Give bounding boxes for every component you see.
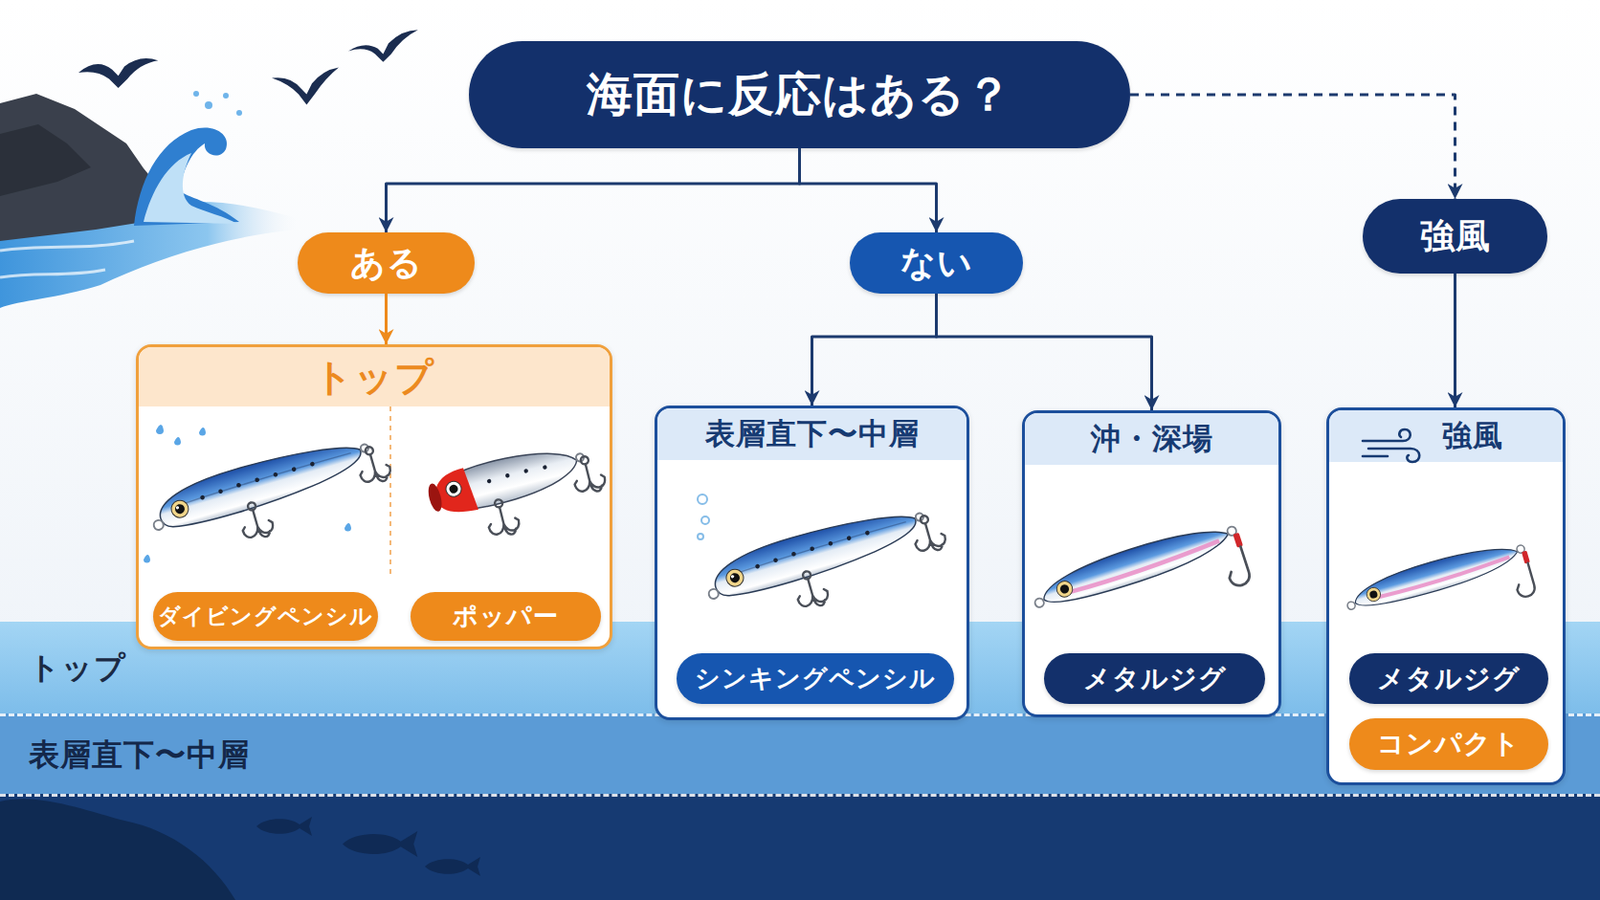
node-label: ある (350, 242, 423, 284)
node-label: 表層直下〜中層 (705, 416, 920, 452)
flow-connector (812, 293, 937, 406)
drop (199, 427, 206, 437)
node-label: 強風 (1442, 418, 1504, 454)
bird (78, 58, 158, 89)
bird (271, 66, 339, 105)
flow-connector (936, 293, 1153, 411)
bubbles (697, 494, 710, 540)
question-box: 海面に反応はある？ (468, 41, 1131, 149)
node-label: メタルジグ (1377, 663, 1521, 696)
flow-connector (384, 293, 388, 345)
seabed-rock (0, 799, 236, 900)
drop (193, 90, 200, 97)
bubble (697, 533, 704, 540)
node-label: 沖・深場 (28, 830, 156, 867)
drop (174, 437, 181, 446)
node-label: 海面に反応はある？ (586, 66, 1013, 123)
lure-pill: ポッパー (410, 592, 601, 642)
node-label: 表層直下〜中層 (28, 736, 250, 774)
rock-shade (0, 124, 91, 197)
lure-group-box: 沖・深場メタルジグ (1022, 410, 1282, 718)
wave-foam (143, 153, 238, 224)
divider (389, 406, 392, 579)
diving-pencil-lure (145, 428, 400, 567)
answer-pill: ある (297, 232, 475, 294)
fish (342, 831, 418, 858)
sinking-pencil-lure (700, 497, 955, 636)
bubble (701, 516, 710, 525)
box-header: トップ (138, 347, 610, 407)
drop (143, 555, 151, 564)
drop (155, 424, 164, 435)
flow-connector (386, 148, 800, 233)
node-label: ダイビングペンシル (157, 603, 374, 631)
metal-jig-lure (1027, 515, 1255, 648)
size-pill: コンパクト (1349, 718, 1549, 771)
lure-pill: シンキングペンシル (676, 653, 955, 705)
box-header: 表層直下〜中層 (657, 408, 967, 461)
fish (424, 857, 481, 877)
node-label: 沖・深場 (1090, 421, 1214, 457)
lure-group-box: 強風メタルジグコンパクト (1326, 407, 1566, 786)
birds (78, 29, 419, 105)
splash-drops (193, 90, 243, 116)
wind-line (1362, 455, 1388, 459)
splash-drops (143, 424, 352, 564)
fish-school (256, 817, 481, 877)
sea-wave-line (0, 241, 134, 278)
node-label: ない (900, 242, 974, 284)
flow-connector (1453, 273, 1457, 408)
node-label: コンパクト (1377, 728, 1521, 761)
node-label: ポッパー (452, 601, 559, 632)
drop (344, 523, 352, 533)
flow-connector (1130, 94, 1456, 200)
answer-pill: ない (849, 232, 1023, 294)
popper-lure (423, 435, 613, 553)
bird (348, 29, 419, 63)
lure-group-box: 表層直下〜中層シンキングペンシル (654, 405, 970, 721)
depth-band: 沖・深場 (0, 794, 1600, 900)
node-label: 強風 (1420, 215, 1491, 257)
lure-group-box: トップダイビングペンシル ポッパー (135, 344, 613, 650)
wind-line (1368, 448, 1420, 463)
fish (256, 817, 312, 837)
node-label: トップ (28, 649, 127, 687)
drop (204, 101, 213, 110)
bubble (697, 494, 708, 505)
wave-splash (133, 127, 240, 226)
node-label: メタルジグ (1083, 663, 1227, 696)
condition-pill: 強風 (1362, 199, 1548, 274)
wind-icon (1362, 429, 1420, 463)
flow-connector (800, 148, 937, 233)
wind-line (1362, 429, 1411, 442)
drop (222, 92, 229, 99)
compact-jig-lure (1342, 535, 1540, 645)
lure-pill: メタルジグ (1349, 653, 1549, 705)
node-label: シンキングペンシル (694, 664, 936, 694)
lure-pill: ダイビングペンシル (153, 592, 378, 642)
node-label: トップ (313, 354, 435, 400)
lure-pill: メタルジグ (1044, 653, 1266, 705)
drop (236, 110, 243, 116)
box-header: 強風 (1329, 410, 1563, 463)
box-header: 沖・深場 (1024, 413, 1279, 466)
